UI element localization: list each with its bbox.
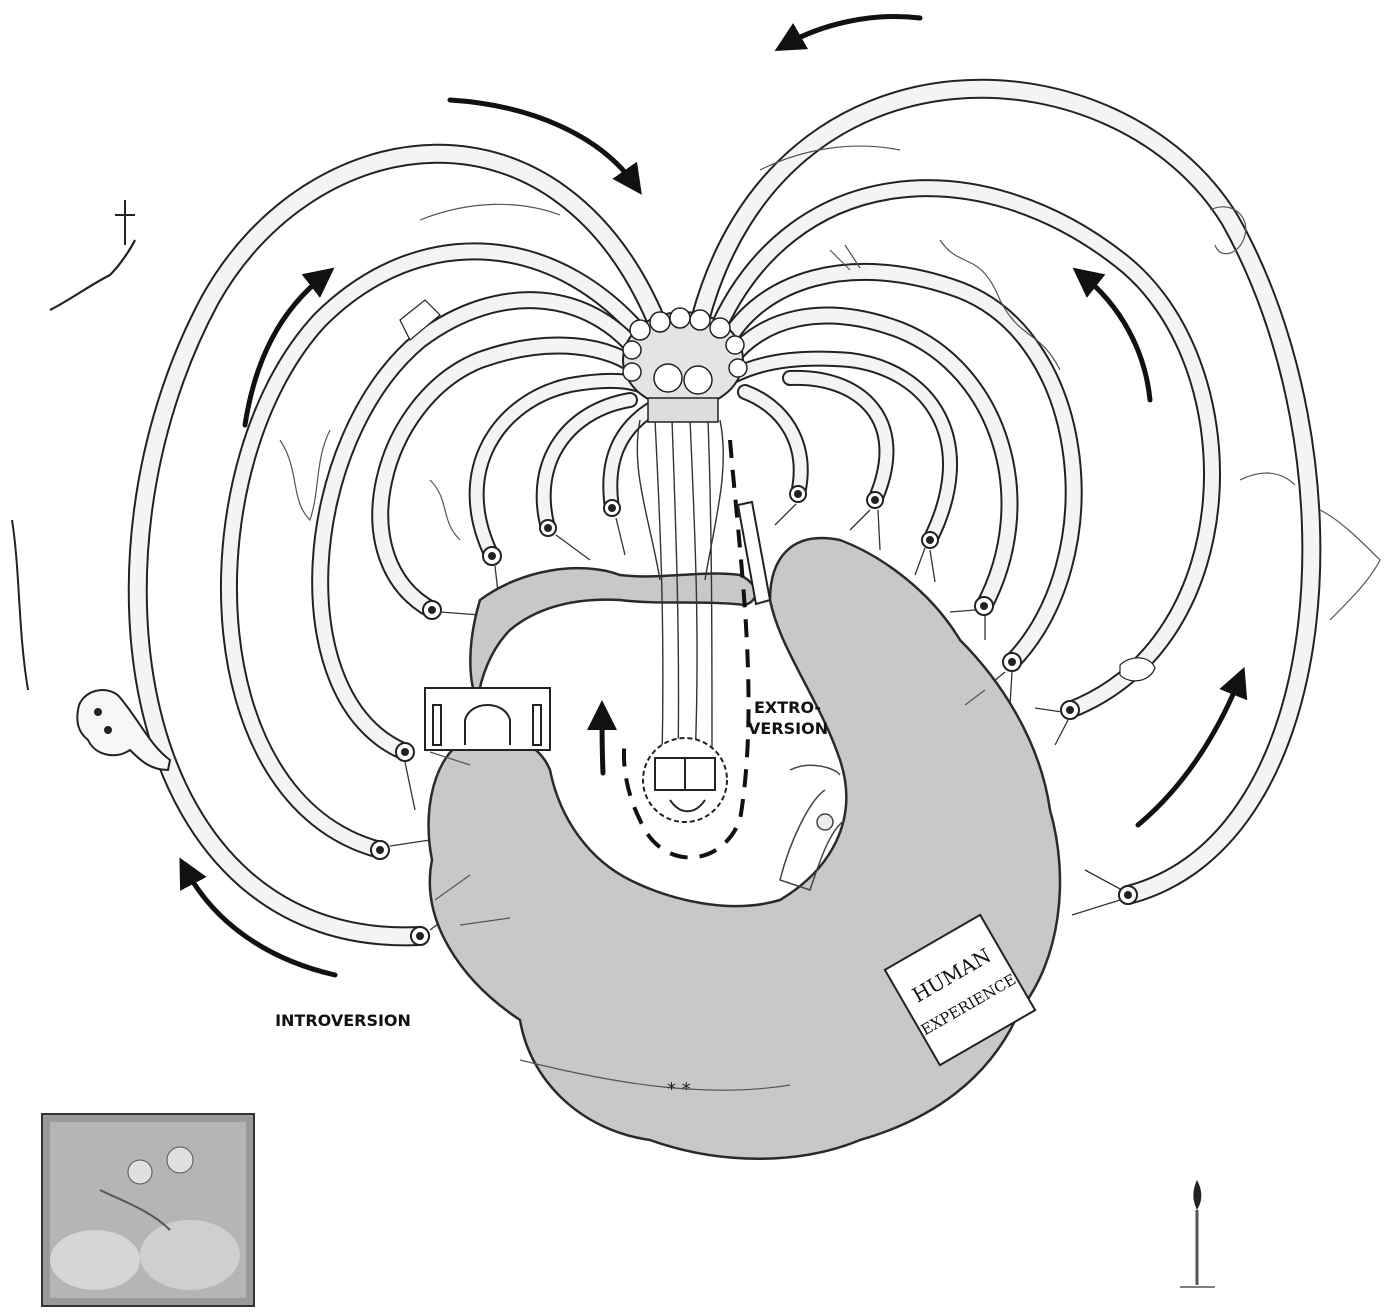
extroversion-label-line-2: VERSION xyxy=(748,719,828,738)
head-cluster xyxy=(622,307,748,423)
tendril-eyes xyxy=(370,485,1138,946)
introversion-label: INTROVERSION xyxy=(275,1011,411,1030)
temple-gate xyxy=(424,687,551,751)
extroversion-label-line-1: EXTRO- xyxy=(754,698,821,717)
left-tendrils xyxy=(127,143,670,947)
open-book-altar xyxy=(642,737,728,823)
ghost-figure xyxy=(76,689,172,772)
human-experience-cloud: * * xyxy=(427,536,1062,1160)
engraving-inset xyxy=(41,1113,255,1307)
marginal-creatures xyxy=(11,145,1381,691)
dashed-return-path xyxy=(621,439,751,860)
reaper-figure xyxy=(779,764,846,891)
flow-arrows xyxy=(179,14,1248,978)
human-experience-banner: HUMAN EXPERIENCE xyxy=(883,913,1037,1067)
svg-text:* *: * * xyxy=(667,1079,691,1100)
right-tendrils xyxy=(690,78,1322,905)
mirror-panel xyxy=(736,500,772,606)
central-stream xyxy=(636,419,724,761)
candle xyxy=(1180,1180,1215,1288)
